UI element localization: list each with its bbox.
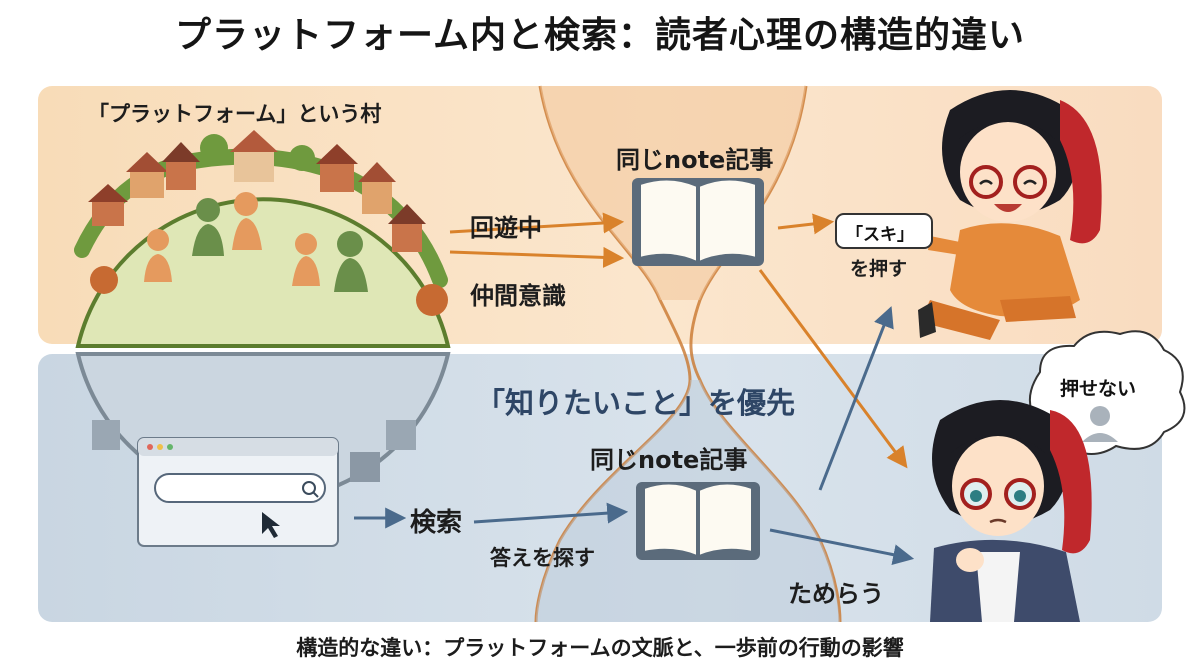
answer-label: 答えを探す xyxy=(490,546,595,570)
top-article-label: 同じnote記事 xyxy=(616,146,774,174)
village-globe xyxy=(74,130,451,348)
browser-window xyxy=(137,437,339,547)
suki-badge-label: 「スキ」 xyxy=(846,225,914,245)
bottom-article-label: 同じnote記事 xyxy=(590,446,748,474)
house-icon xyxy=(88,130,426,252)
villager-icons xyxy=(144,192,368,292)
hesitant-reader-character xyxy=(930,400,1092,622)
book-icon-top xyxy=(632,178,764,266)
suki-button-badge xyxy=(835,213,933,249)
thought-bubble-text: 押せない xyxy=(1060,378,1137,400)
village-label: 「プラットフォーム」という村 xyxy=(88,102,382,126)
flow-label-wandering: 回遊中 xyxy=(470,214,542,242)
suki-action-label: を押す xyxy=(850,258,908,280)
page-title: プラットフォーム内と検索：読者心理の構造的違い xyxy=(175,15,1025,56)
hesitate-label: ためらう xyxy=(788,580,884,608)
flow-label-fellowship: 仲間意識 xyxy=(470,282,566,310)
footer-caption: 構造的な違い：プラットフォームの文脈と、一歩前の行動の影響 xyxy=(296,636,904,660)
priority-label: 「知りたいこと」を優先 xyxy=(476,386,796,420)
happy-reader-character xyxy=(918,90,1102,340)
search-arrows xyxy=(354,306,915,566)
book-icon-bottom xyxy=(636,482,760,560)
platform-arrows xyxy=(449,212,908,469)
search-label: 検索 xyxy=(410,508,463,538)
